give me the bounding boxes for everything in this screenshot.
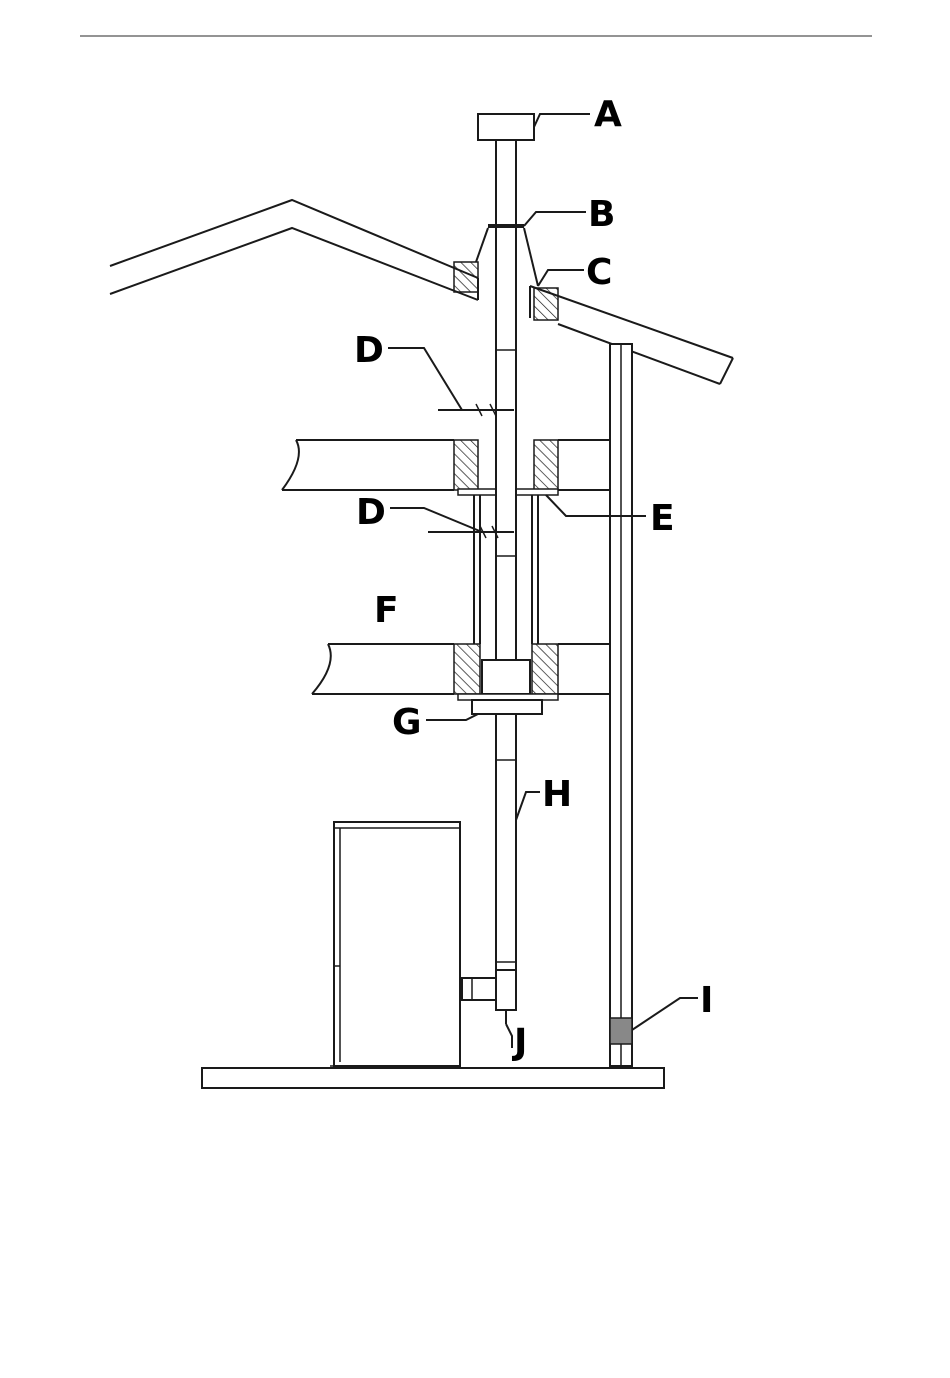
storm-collar <box>488 224 524 228</box>
ceiling-joist-left <box>454 644 480 694</box>
callout-G: G <box>392 702 422 743</box>
appliance-connector <box>462 978 496 1000</box>
callout-E: E <box>650 498 675 539</box>
callout-I: I <box>700 980 713 1021</box>
callout-B: B <box>588 194 615 235</box>
roof <box>110 200 733 384</box>
ceiling-support-box <box>482 660 530 694</box>
tee-section <box>496 970 516 1010</box>
exterior-wall-post <box>610 344 632 1066</box>
chimney-cap <box>478 114 534 140</box>
ceiling-collar <box>472 700 542 714</box>
callout-H: H <box>542 774 572 815</box>
callout-D-lower: D <box>356 492 386 533</box>
floor-joist-left <box>454 440 478 490</box>
roof-joist-right <box>534 288 558 320</box>
roof-joist-left <box>454 262 478 292</box>
upper-floor <box>282 440 610 495</box>
appliance-unit <box>334 822 460 1066</box>
callout-D-upper: D <box>354 330 384 371</box>
callout-C: C <box>586 252 612 293</box>
callout-J: J <box>511 1022 527 1063</box>
ceiling-joist-right <box>532 644 558 694</box>
floor-joist-right <box>534 440 558 490</box>
callout-A: A <box>594 94 622 135</box>
roof-flashing <box>476 228 488 262</box>
callout-F: F <box>374 590 399 631</box>
lower-ceiling <box>312 644 610 714</box>
floor-base <box>202 1068 664 1088</box>
support-band <box>610 1018 632 1044</box>
